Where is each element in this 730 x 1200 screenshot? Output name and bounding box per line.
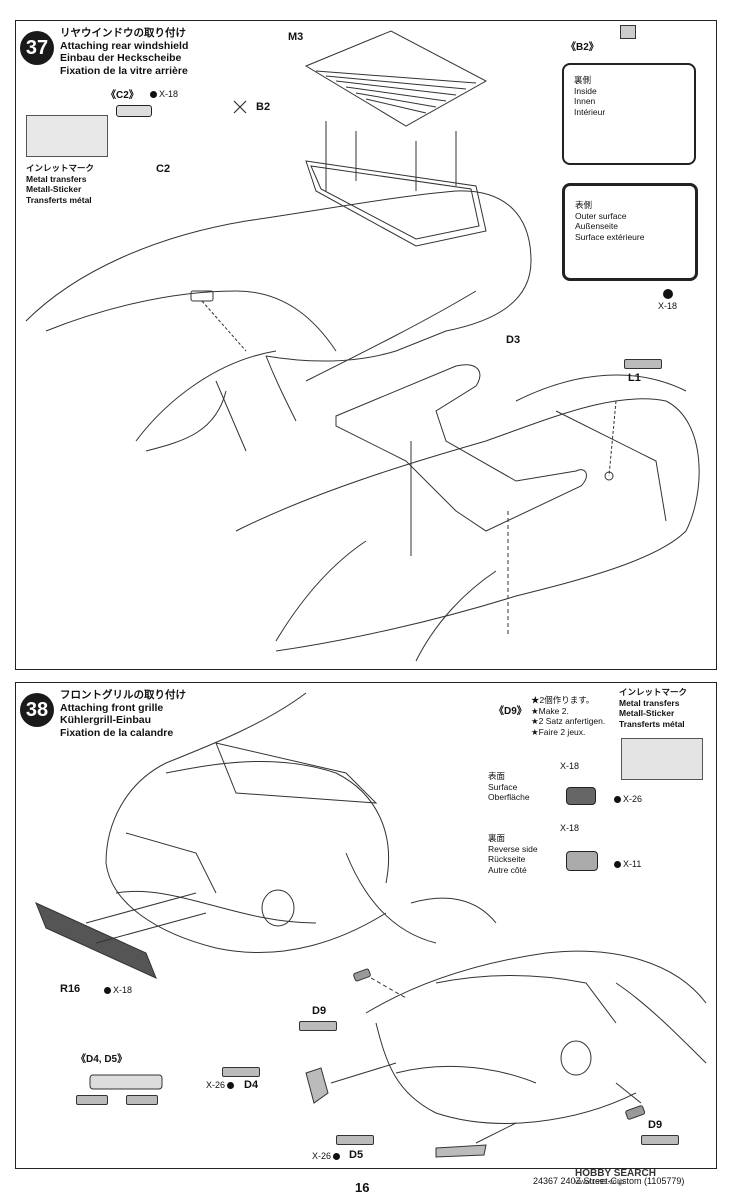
watermark: HOBBY SEARCH www.1999.co.jp [575, 1168, 656, 1186]
step-37-panel: 37 リヤウインドウの取り付け Attaching rear windshiel… [15, 20, 717, 670]
title-de: Kühlergrill-Einbau [60, 714, 152, 726]
part-m3-label: M3 [288, 31, 304, 43]
paint-dot-icon [614, 795, 621, 803]
paint-dot-icon [662, 289, 673, 299]
footer-code: 24367 240Z Street-Custom (1105779) [533, 1176, 685, 1186]
d9-reverse-ref-x11: X-11 [614, 859, 641, 869]
cement-tube-icon [624, 359, 662, 369]
cement-tube-icon [620, 25, 636, 39]
b2-inside-window: 裏側 Inside Innen Intérieur [562, 63, 696, 165]
cement-tube-icon [126, 1095, 158, 1105]
title-jp: フロントグリルの取り付け [60, 689, 186, 701]
paint-dot-icon [614, 860, 621, 868]
d9-surface-ref-x26: X-26 [614, 794, 642, 804]
d9-surface-part-icon [566, 787, 596, 805]
b2-outer-text: 表側 Outer surface Außenseite Surface exté… [575, 200, 645, 242]
c2-transfer-text: インレットマーク Metal transfers Metall-Sticker … [26, 163, 95, 205]
part-b2-label: B2 [256, 101, 271, 113]
title-jp: リヤウインドウの取り付け [60, 27, 186, 39]
c2-transfer-sheet-icon [26, 115, 108, 157]
part-r16-label: R16 [60, 983, 81, 995]
title-en: Attaching rear windshield [60, 39, 189, 52]
d9-reverse-ref-x18: X-18 [560, 823, 580, 833]
d9-make-text: ★2個作ります。 ★Make 2. ★2 Satz anfertigen. ★F… [531, 695, 606, 737]
d9-transfer-sheet-icon [621, 738, 703, 780]
b2-inset-label: 《B2》 [566, 42, 599, 53]
r16-paint-ref: X-18 [104, 985, 132, 995]
step-number: 37 [20, 31, 54, 65]
title-fr: Fixation de la calandre [60, 726, 174, 739]
paint-dot-icon [150, 90, 157, 98]
c2-inset-label: 《C2》 [106, 90, 139, 101]
step-number: 38 [20, 693, 54, 727]
title-fr: Fixation de la vitre arrière [60, 64, 188, 77]
title-de: Einbau der Heckscheibe [60, 52, 182, 64]
title-en: Attaching front grille [60, 701, 164, 714]
d5-paint-ref: X-26 [312, 1151, 341, 1161]
d4-paint-ref: X-26 [206, 1080, 235, 1090]
part-c2-label: C2 [156, 163, 171, 175]
step-title: リヤウインドウの取り付け Attaching rear windshield E… [60, 27, 188, 77]
part-d4-label: D4 [244, 1079, 259, 1091]
d9-reverse-part-icon [566, 851, 598, 871]
part-d5-label: D5 [349, 1149, 364, 1161]
cement-tube-icon [222, 1067, 260, 1077]
b2-paint-ref: X-18 [658, 289, 677, 311]
d9-surface-ref-x18: X-18 [560, 761, 580, 771]
step-38-diagram [35, 692, 707, 1158]
cement-tube-icon [336, 1135, 374, 1145]
part-l1-label: L1 [628, 372, 641, 384]
step-37-diagram [25, 30, 700, 662]
cement-tube-icon [76, 1095, 108, 1105]
b2-outer-window: 表側 Outer surface Außenseite Surface exté… [562, 183, 698, 281]
d4d5-inset-label: 《D4, D5》 [76, 1054, 128, 1065]
part-d3-label: D3 [506, 334, 521, 346]
paint-dot-icon [104, 986, 111, 994]
d9-inset-label: 《D9》 [494, 706, 527, 717]
part-d9-label-right: D9 [648, 1119, 663, 1131]
paint-dot-icon [333, 1152, 341, 1160]
step-title: フロントグリルの取り付け Attaching front grille Kühl… [60, 689, 186, 739]
step-38-panel: 38 フロントグリルの取り付け Attaching front grille K… [15, 682, 717, 1169]
b2-inside-text: 裏側 Inside Innen Intérieur [574, 75, 606, 117]
c2-paint-ref: X-18 [150, 89, 178, 99]
d9-transfer-text: インレットマーク Metal transfers Metall-Sticker … [619, 687, 688, 729]
part-d9-label: D9 [312, 1005, 327, 1017]
cement-tube-icon [641, 1135, 679, 1145]
d9-surface-text: 表面 Surface Oberfläche [488, 771, 530, 802]
page-number: 16 [355, 1180, 370, 1195]
paint-dot-icon [227, 1081, 235, 1089]
cement-tube-icon [299, 1021, 337, 1031]
mirror-icon [116, 105, 152, 117]
d9-reverse-text: 裏面 Reverse side Rückseite Autre côté [488, 833, 538, 875]
